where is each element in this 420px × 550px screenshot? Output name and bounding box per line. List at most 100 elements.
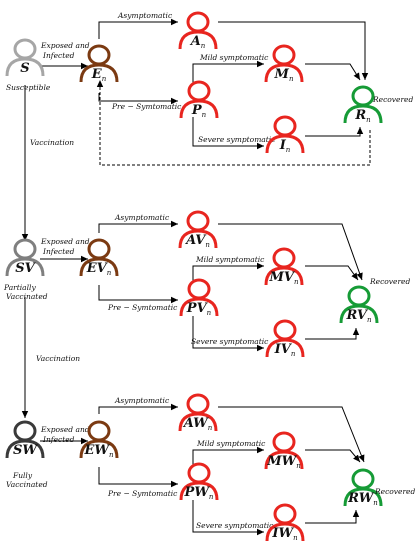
node-symbol: MW [266,454,297,469]
node-symbol: I [279,138,287,153]
person-icon [264,431,304,470]
node-s: S [5,38,45,77]
node-subscript: n [289,75,294,83]
edges [21,18,371,536]
node-label-rv: RVn [346,308,372,324]
node-subscript: n [202,111,207,119]
label-severe-v: Severe symptomatic [191,337,269,346]
caption-recovered-v: Recovered [369,277,411,286]
node-label-pv: PVn [186,301,212,317]
node-label-e: En [91,67,107,83]
caption-sw-1: Fully [12,471,33,480]
node-sw: SW [5,420,45,459]
node-subscript: n [294,278,299,286]
arrow-ev-to-av [98,220,178,233]
node-label-av: AVn [184,233,210,249]
node-symbol: PW [184,485,211,500]
person-icon [264,44,304,83]
person-icon [178,210,218,249]
node-pw: PWn [179,462,219,501]
node-pv: PVn [179,278,219,317]
label-asymptomatic-w: Asymptomatic [114,396,170,405]
node-label-i: In [279,138,291,154]
node-m: Mn [264,44,304,83]
node-symbol: AV [184,233,207,248]
node-subscript: n [373,499,378,507]
person-icon [265,115,305,154]
arrow-iv-to-rv [305,328,360,340]
node-label-p: Pn [191,103,207,119]
person-icon [5,238,45,277]
node-symbol: EW [83,443,110,458]
arrow-a-to-r [218,21,369,80]
node-label-r: Rn [354,108,371,124]
node-symbol: E [91,67,103,82]
node-subscript: n [293,534,298,542]
caption-sw-2: Vaccinated [6,480,48,489]
node-symbol: S [20,61,29,76]
node-symbol: IW [271,526,294,541]
person-icon [178,11,218,50]
arrow-ew-to-pw [98,467,178,488]
node-label-ev: EVn [86,261,112,277]
node-av: AVn [178,210,218,249]
node-subscript: n [201,42,206,50]
label-severe: Severe symptomatic [198,135,276,144]
node-subscript: n [209,493,214,501]
node-symbol: RW [347,491,375,506]
person-icon [265,503,305,542]
node-symbol: PV [186,301,209,316]
node-iv: IVn [265,319,305,358]
node-iw: IWn [265,503,305,542]
caption-sv-1: Partially [3,283,36,292]
arrow-pw-to-iw [192,500,264,536]
arrow-mw-to-rw [305,449,361,463]
node-subscript: n [286,146,291,154]
arrow-av-to-rv [218,223,363,281]
label-exposed-1: Exposed and [40,41,90,50]
person-icon [79,238,119,277]
label-asymptomatic-v: Asymptomatic [114,213,170,222]
arrow-pv-to-iv [192,316,264,352]
node-symbol: MV [269,270,296,285]
person-icon [5,420,45,459]
node-label-pw: PWn [184,485,214,501]
arrow-p-to-i [192,117,264,150]
node-label-aw: AWn [182,416,213,432]
label-asymptomatic: Asymptomatic [117,11,173,20]
node-a: An [178,11,218,50]
node-subscript: n [296,462,301,470]
label-exposed-1-v: Exposed and [40,237,90,246]
node-label-ew: EWn [83,443,114,459]
node-subscript: n [102,75,107,83]
caption-recovered: Recovered [372,95,414,104]
node-label-a: An [189,34,206,50]
arrow-i-to-r [305,127,364,137]
node-subscript: n [109,451,114,459]
node-symbol: RV [346,308,369,323]
node-subscript: n [107,269,112,277]
label-exposed-1-w: Exposed and [40,425,90,434]
node-subscript: n [366,116,371,124]
node-label-s: S [20,61,29,76]
label-pre-w: Pre − Symtomatic [107,489,178,498]
node-label-mw: MWn [266,454,301,470]
node-label-sw: SW [13,443,38,458]
label-mild-w: Mild symptomatic [196,439,266,448]
caption-susceptible: Susceptible [6,83,51,92]
arrow-iw-to-rw [305,510,360,524]
node-e: En [79,44,119,83]
arrow-aw-to-rw [218,406,365,463]
arrow-ev-to-pv [98,285,178,304]
node-subscript: n [367,316,372,324]
node-subscript: n [208,424,213,432]
node-symbol: P [191,103,203,118]
node-symbol: AW [182,416,209,431]
person-icon [264,247,304,286]
label-mild-v: Mild symptomatic [195,255,265,264]
person-icon [179,278,219,317]
label-exposed-2-v: Infected [42,247,75,256]
label-exposed-2: Infected [42,51,75,60]
